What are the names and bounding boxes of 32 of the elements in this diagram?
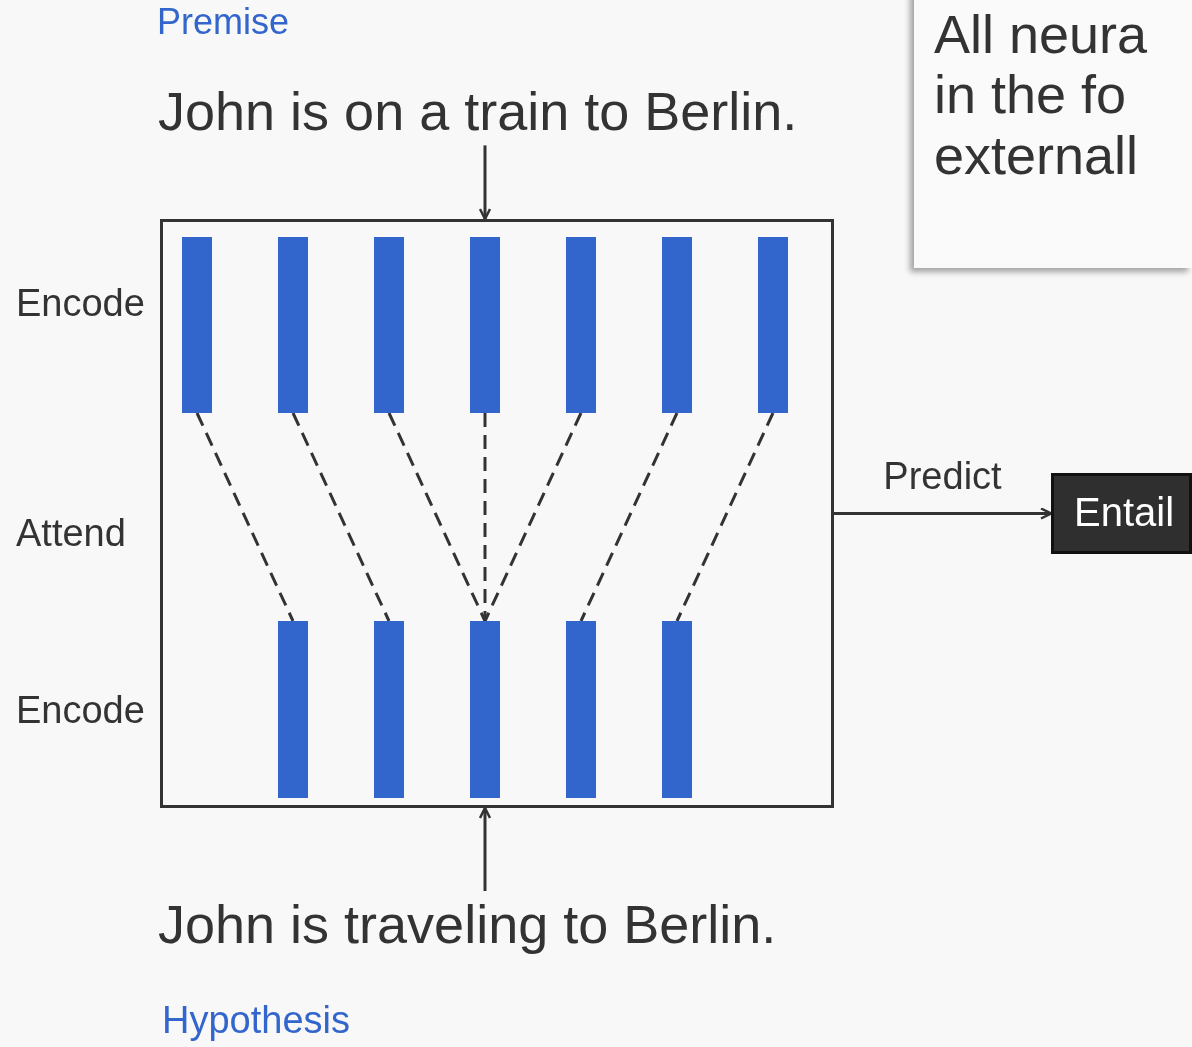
arrow: [478, 145, 492, 221]
attention-line: [579, 412, 679, 622]
vector-bar: [566, 237, 596, 413]
heading-label: Hypothesis: [162, 1000, 350, 1042]
box: [160, 219, 834, 808]
vector-bar: [374, 237, 404, 413]
arrow: [834, 507, 1053, 520]
vector-bar: [758, 237, 788, 413]
vector-bar: [662, 621, 692, 798]
vector-bar: [182, 237, 212, 413]
vector-bar: [470, 621, 500, 798]
row-label: Attend: [16, 513, 126, 555]
attention-line: [675, 412, 775, 622]
sentence-text: John is traveling to Berlin.: [158, 895, 777, 955]
vector-bar: [374, 621, 404, 798]
vector-bar: [662, 237, 692, 413]
output-box: Entail: [1051, 473, 1192, 554]
arrow: [478, 806, 492, 891]
attention-line: [195, 412, 295, 622]
vector-bar: [278, 237, 308, 413]
vector-bar: [470, 237, 500, 413]
attention-line: [387, 412, 487, 622]
row-label: Encode: [16, 283, 145, 325]
heading-label: Premise: [157, 2, 290, 42]
note-card: All neura in the fo externall: [914, 0, 1192, 268]
attention-line: [291, 412, 391, 622]
vector-bar: [278, 621, 308, 798]
attention-line: [483, 412, 583, 622]
row-label: Encode: [16, 690, 145, 732]
vector-bar: [566, 621, 596, 798]
attention-line: [483, 413, 487, 621]
sentence-text: John is on a train to Berlin.: [158, 82, 798, 142]
